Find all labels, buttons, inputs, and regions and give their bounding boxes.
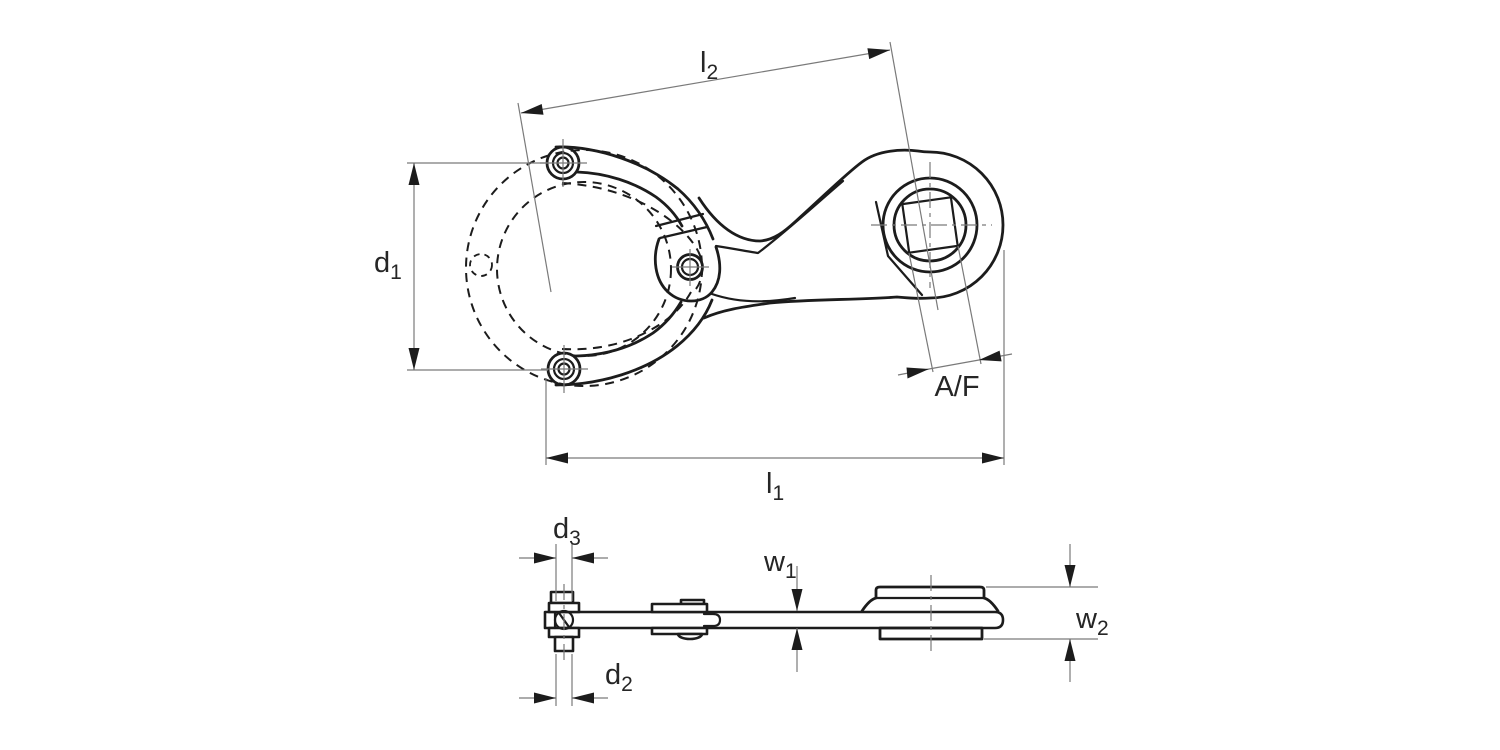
dimension-w2: w2 [984,544,1109,682]
side-view: d3 d2 w1 w2 [519,513,1109,706]
l2-arrow-left [521,104,544,115]
link-plate-line-1 [654,212,705,228]
jaw-alt-position-lower-dashed [561,291,692,351]
label-w2: w2 [1075,603,1109,640]
w1-arrow-bottom [791,628,803,650]
l1-arrow-left [546,452,568,464]
upper-link-plate [650,602,709,614]
d2-arrow-left [534,692,556,704]
pivot-pin-crosshair [672,249,709,286]
dimension-d2: d2 [519,654,633,706]
fork-lower-edge [710,292,797,303]
d3-arrow-left [534,552,556,564]
head-flat-edges [874,200,924,297]
square-drive-hole [901,196,959,254]
fork-upper-edge [714,179,845,255]
af-extension-right [957,245,982,365]
w2-arrow-top [1064,565,1076,587]
min-diameter-dashed-circle [496,181,672,357]
top-boss-outline [860,585,1000,613]
label-w1: w1 [763,546,797,583]
joint-side [650,598,709,641]
bottom-pin-crosshair [541,345,588,393]
rivet-head-bump [676,632,704,641]
af-arrow-left [906,367,929,379]
jaw [554,145,845,387]
handle-bar-side [543,610,1005,630]
bar-side [543,610,1005,630]
label-d3: d3 [553,513,581,550]
label-d1: d1 [374,247,402,284]
drive-head [871,162,992,297]
dimension-w1: w1 [763,546,803,672]
label-d2: d2 [605,659,633,696]
jaw-lower-arm-outer-edge [554,298,714,387]
dimension-d3: d3 [519,513,608,601]
label-l2: l2 [700,47,718,84]
front-view: l2 d1 A/F l1 [374,41,1013,505]
d3-extension-lines [555,544,573,601]
w1-arrow-top [791,589,803,611]
handle [697,148,1005,320]
l1-arrow-right [982,452,1004,464]
d3-arrow-right [572,552,594,564]
head-side [860,575,1000,653]
dimension-af: A/F [897,245,1013,403]
l2-extension-left [517,102,552,293]
d2-extension-lines [555,654,573,706]
jaw-alt-position-upper-dashed [561,182,699,252]
d2-arrow-right [572,692,594,704]
pin-side [547,584,581,660]
d1-arrow-bottom [408,348,420,370]
dimension-l2: l2 [517,41,939,311]
dimension-l1: l1 [545,250,1005,505]
dimension-d1: d1 [374,162,549,371]
d1-arrow-top [408,163,420,185]
w2-extension-lines [984,586,1098,640]
l2-arrow-right [867,48,890,60]
l2-extension-right [889,41,939,311]
jaw-upper-arm-outer-edge [554,145,715,241]
pin-top-head [549,590,575,605]
clevis-fork-slot [702,612,722,628]
link-plate-line-2 [658,225,709,240]
jaw-upper-arm-inner-edge [575,170,684,228]
l2-dimension-line [520,49,891,114]
af-extension-left [908,252,934,373]
handle-and-head-outline [697,148,1005,320]
w2-arrow-bottom [1064,639,1076,661]
pivot-lobe [653,237,722,303]
small-dashed-circle [469,253,493,277]
label-l1: l1 [766,468,784,505]
af-arrow-right [979,350,1002,362]
label-af: A/F [934,371,979,403]
jaw-lower-arm-inner-edge [575,300,683,358]
